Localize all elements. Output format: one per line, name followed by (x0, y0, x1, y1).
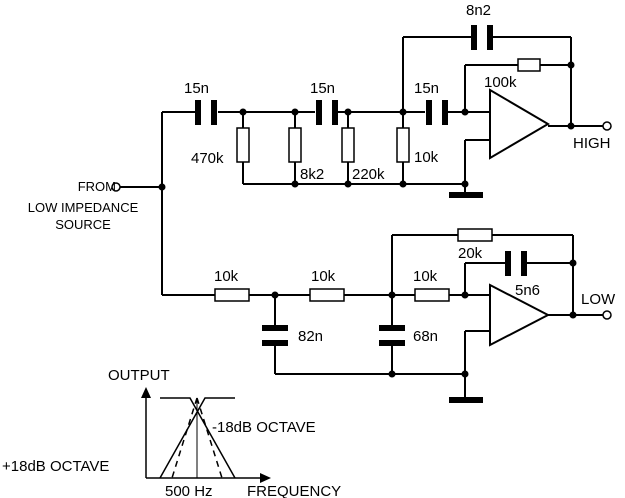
high-opamp (489, 88, 550, 160)
label-low-c1: 82n (298, 328, 323, 345)
ground-symbol-low (449, 397, 483, 403)
low-res-20k (457, 228, 493, 242)
highpass-curve (159, 397, 235, 479)
label-low-rfb: 20k (458, 245, 483, 262)
high-res-220k (341, 127, 355, 163)
high-cap-2 (316, 100, 338, 125)
graph-ylabel: OUTPUT (108, 367, 170, 384)
low-output-terminal[interactable] (602, 310, 612, 320)
label-high-cfb: 8n2 (466, 2, 491, 19)
high-res-8k2 (288, 127, 302, 163)
low-cap-5n6 (505, 251, 511, 276)
high-res-470k (236, 127, 250, 163)
label-high-c2: 15n (310, 80, 335, 97)
label-high-r3: 220k (352, 166, 385, 183)
label-source: SOURCE (55, 217, 111, 232)
label-low-r3: 10k (413, 268, 438, 285)
junction-dot (158, 183, 166, 191)
label-high-c3: 15n (414, 80, 439, 97)
response-graph (141, 387, 271, 483)
label-high-c1: 15n (184, 80, 209, 97)
label-high-rfb: 100k (484, 74, 517, 91)
high-res-100k (517, 58, 541, 72)
label-low-c2: 68n (413, 328, 438, 345)
label-high-output: HIGH (573, 135, 611, 152)
label-low-r1: 10k (214, 268, 239, 285)
label-low-r2: 10k (311, 268, 336, 285)
graph-center-freq: 500 Hz (165, 483, 213, 498)
label-high-r2: 8k2 (300, 166, 324, 183)
label-low-cfb: 5n6 (515, 282, 540, 299)
graph-slope-left: +18dB OCTAVE (2, 458, 109, 475)
low-res-10k-1 (214, 288, 250, 302)
low-cap-68n (379, 325, 405, 331)
graph-xlabel: FREQUENCY (247, 483, 341, 498)
label-low-output: LOW (581, 291, 616, 308)
low-cap-82n (262, 325, 288, 331)
label-from: FROM (78, 179, 116, 194)
high-output-terminal[interactable] (602, 121, 612, 131)
graph-slope-right: -18dB OCTAVE (212, 419, 316, 436)
low-res-10k-2 (309, 288, 345, 302)
high-res-10k (396, 127, 410, 163)
input-terminal[interactable] (111, 182, 121, 192)
label-high-r4: 10k (414, 149, 439, 166)
low-opamp (489, 283, 551, 347)
high-cap-8n2 (471, 25, 477, 50)
ground-symbol-high (449, 192, 483, 198)
label-high-r1: 470k (191, 150, 224, 167)
high-cap-1 (195, 100, 217, 125)
label-low-impedance: LOW IMPEDANCE (28, 200, 139, 215)
high-cap-3 (426, 100, 448, 125)
lowpass-curve (160, 397, 236, 479)
low-res-10k-3 (414, 288, 450, 302)
